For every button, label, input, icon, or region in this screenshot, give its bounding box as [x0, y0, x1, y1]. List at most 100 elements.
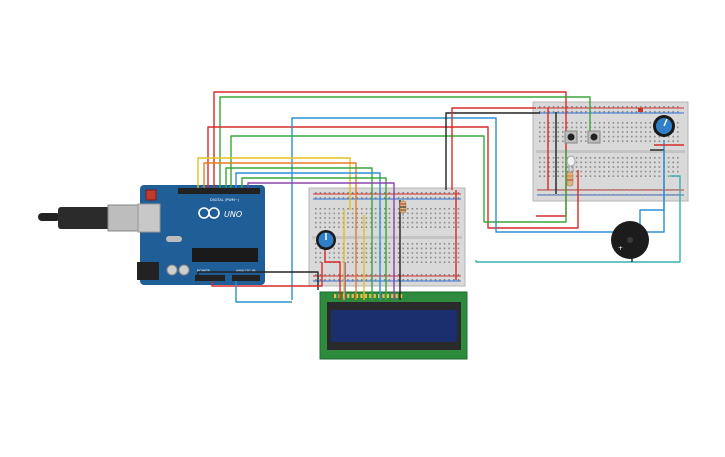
arduino-uno-board[interactable]: UNO DIGITAL (PWM~) POWER ANALOG IN	[137, 185, 265, 285]
breadboard-hole	[370, 243, 372, 245]
breadboard-hole	[347, 212, 349, 215]
breadboard-hole	[411, 243, 414, 245]
piezo-buzzer[interactable]: +	[611, 221, 649, 259]
wire-yellow-rs[interactable]	[197, 157, 351, 210]
breadboard-right[interactable]	[532, 101, 689, 202]
wire-green-d6[interactable]	[241, 177, 387, 300]
breadboard-hole	[631, 106, 633, 108]
wire-blue-pot[interactable]	[291, 117, 665, 300]
lcd-pin	[360, 294, 363, 298]
resistor-led[interactable]	[566, 171, 574, 187]
wire-green-d4[interactable]	[225, 167, 373, 300]
breadboard-hole	[640, 175, 642, 177]
wire-black-gnd[interactable]	[197, 271, 319, 290]
breadboard-hole	[361, 261, 363, 263]
push-button-2[interactable]	[587, 130, 601, 144]
breadboard-hole	[598, 161, 601, 164]
breadboard-hole	[416, 256, 418, 259]
breadboard-hole	[388, 274, 391, 276]
push-button-1[interactable]	[564, 130, 578, 144]
wire-green-button-1[interactable]	[219, 96, 591, 188]
breadboard-hole	[580, 175, 582, 177]
breadboard-hole	[374, 279, 377, 281]
breadboard-hole	[548, 135, 550, 138]
breadboard-hole	[571, 126, 573, 129]
wire-red-5v[interactable]	[213, 91, 567, 217]
wire-orange-en[interactable]	[203, 162, 357, 300]
breadboard-hole	[617, 189, 619, 191]
breadboard-hole	[448, 252, 450, 254]
breadboard-hole	[457, 252, 460, 254]
breadboard-hole	[374, 221, 377, 224]
breadboard-hole	[351, 274, 354, 276]
breadboard-hole	[672, 140, 674, 142]
wire-red-vcc-link[interactable]	[451, 107, 536, 190]
breadboard-hole	[626, 175, 628, 177]
breadboard-hole	[388, 279, 391, 281]
breadboard-hole	[333, 212, 335, 215]
breadboard-hole	[543, 166, 546, 168]
breadboard-hole	[543, 111, 546, 113]
usb-cable[interactable]	[38, 204, 145, 232]
breadboard-hole	[356, 208, 358, 210]
wire-blue-analog[interactable]	[235, 281, 292, 303]
breadboard-hole	[649, 170, 651, 173]
breadboard-hole	[617, 140, 619, 142]
breadboard-hole	[338, 208, 340, 210]
breadboard-hole	[347, 261, 349, 263]
breadboard-hole	[416, 212, 418, 215]
lcd-pin	[369, 294, 372, 298]
wire-red-led[interactable]	[207, 126, 579, 229]
breadboard-hole	[347, 208, 349, 210]
breadboard-hole	[356, 221, 358, 224]
wire-green-button-2[interactable]	[230, 135, 567, 223]
breadboard-hole	[361, 197, 363, 199]
breadboard-hole	[338, 243, 340, 245]
breadboard-hole	[434, 279, 437, 281]
breadboard-hole	[407, 247, 409, 250]
breadboard-hole	[608, 122, 610, 124]
breadboard-hole	[603, 189, 605, 191]
breadboard-hole	[361, 212, 363, 215]
breadboard-hole	[654, 189, 656, 191]
potentiometer-contrast[interactable]	[316, 230, 336, 250]
breadboard-hole	[552, 194, 555, 196]
breadboard-hole	[365, 226, 368, 228]
breadboard-hole	[356, 226, 358, 228]
lcd-16x2[interactable]	[319, 291, 468, 360]
resistor-backlight[interactable]	[399, 198, 407, 216]
potentiometer-right[interactable]	[653, 115, 675, 137]
breadboard-hole	[677, 111, 679, 113]
wire-blue-buzzer-signal[interactable]	[639, 150, 665, 236]
breadboard-hole	[420, 212, 423, 215]
breadboard-hole	[370, 221, 372, 224]
breadboard-hole	[434, 243, 437, 245]
breadboard-hole	[439, 217, 441, 219]
breadboard-hole	[672, 157, 674, 159]
breadboard-hole	[315, 197, 317, 199]
breadboard-hole	[324, 197, 326, 199]
breadboard-hole	[557, 126, 559, 129]
breadboard-hole	[315, 212, 317, 215]
usb-jack	[137, 203, 161, 233]
wire-black-gnd-link[interactable]	[445, 112, 540, 190]
wire-purple-d7[interactable]	[247, 182, 395, 300]
breadboard-hole	[667, 140, 670, 142]
wire-teal-buzzer[interactable]	[475, 175, 681, 263]
wire-blue-d5[interactable]	[235, 172, 381, 300]
breadboard-hole	[324, 217, 326, 219]
lcd-pin	[400, 294, 403, 298]
wire-red-pot-lcd[interactable]	[324, 250, 341, 300]
breadboard-hole	[672, 189, 674, 191]
breadboard-hole	[548, 166, 550, 168]
breadboard-hole	[443, 261, 446, 263]
reset-button[interactable]	[145, 189, 157, 201]
led-indicator[interactable]	[566, 155, 576, 172]
breadboard-hole	[571, 170, 573, 173]
wire-red-vin[interactable]	[211, 262, 323, 287]
breadboard-hole	[580, 135, 582, 138]
breadboard-hole	[319, 221, 322, 224]
breadboard-hole	[365, 212, 368, 215]
breadboard-hole	[543, 135, 546, 138]
